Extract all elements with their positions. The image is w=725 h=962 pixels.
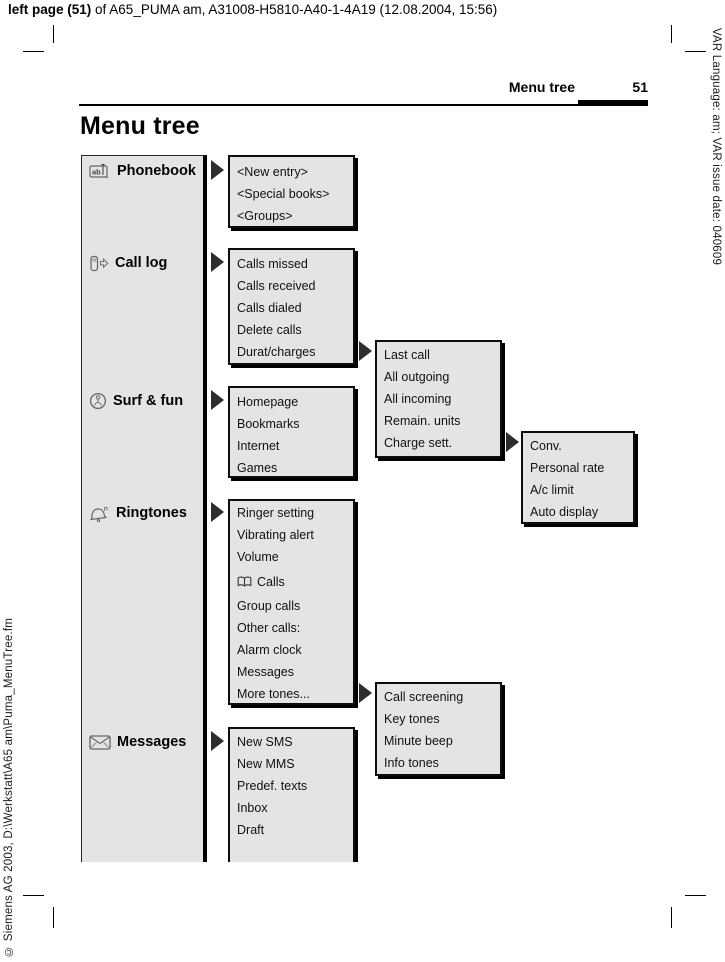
- phonebook-menu-box: <New entry> <Special books> <Groups>: [228, 155, 355, 228]
- arrow-icon: [211, 731, 224, 751]
- menu-item: <Special books>: [237, 187, 330, 201]
- charge-sett-menu-box: Conv. Personal rate A/c limit Auto displ…: [521, 431, 635, 524]
- crop-mark: [685, 51, 706, 52]
- category-surf-fun: Surf & fun: [89, 391, 183, 411]
- arrow-icon: [359, 683, 372, 703]
- category-label: Surf & fun: [113, 393, 184, 409]
- phonebook-icon: ab: [89, 163, 109, 178]
- menu-item: All incoming: [384, 392, 452, 406]
- menu-item: Remain. units: [384, 414, 461, 428]
- menu-item: Calls received: [237, 279, 316, 293]
- more-tones-menu-box: Call screening Key tones Minute beep Inf…: [375, 682, 502, 776]
- running-header-title: Menu tree: [508, 79, 575, 95]
- menu-item: Minute beep: [384, 734, 453, 748]
- envelope-icon: [89, 734, 111, 750]
- menu-tree-diagram: ab Phonebook Call log: [0, 155, 725, 862]
- menu-item: Group calls: [237, 599, 301, 613]
- category-messages: Messages: [89, 732, 186, 752]
- messages-menu-box: New SMS New MMS Predef. texts Inbox Draf…: [228, 727, 355, 862]
- arrow-icon: [506, 432, 519, 452]
- menu-item: A/c limit: [530, 483, 574, 497]
- menu-item: Key tones: [384, 712, 440, 726]
- crop-mark: [671, 907, 672, 928]
- bell-icon: [89, 506, 108, 522]
- call-log-menu-box: Calls missed Calls received Calls dialed…: [228, 248, 355, 365]
- category-phonebook: ab Phonebook: [89, 161, 196, 181]
- durat-charges-menu-box: Last call All outgoing All incoming Rema…: [375, 340, 502, 458]
- menu-item: Internet: [237, 439, 280, 453]
- menu-item: Vibrating alert: [237, 528, 314, 542]
- page-number: 51: [632, 79, 648, 95]
- menu-item-calls: Calls: [230, 571, 353, 593]
- menu-item: Predef. texts: [237, 779, 308, 793]
- crop-mark: [685, 895, 706, 896]
- category-ringtones: Ringtones: [89, 503, 187, 523]
- category-call-log: Call log: [89, 253, 167, 273]
- page-title: Menu tree: [80, 112, 200, 140]
- menu-item: Games: [237, 461, 278, 475]
- menu-item: Calls missed: [237, 257, 308, 271]
- arrow-icon: [211, 390, 224, 410]
- menu-item: Alarm clock: [237, 643, 302, 657]
- category-label: Messages: [117, 734, 187, 750]
- open-book-icon: [237, 576, 252, 587]
- crop-mark: [53, 25, 54, 43]
- doc-line-bold: left page (51): [8, 2, 92, 17]
- menu-item: Bookmarks: [237, 417, 300, 431]
- menu-item: Info tones: [384, 756, 439, 770]
- menu-item: Ringer setting: [237, 506, 315, 520]
- menu-item: <Groups>: [237, 209, 293, 223]
- svg-text:ab: ab: [92, 167, 101, 176]
- menu-item-label: Calls: [257, 575, 285, 589]
- menu-item: Calls dialed: [237, 301, 302, 315]
- arrow-icon: [211, 252, 224, 272]
- menu-item: Last call: [384, 348, 430, 362]
- category-label: Ringtones: [116, 505, 187, 521]
- arrow-icon: [211, 502, 224, 522]
- menu-item: Draft: [237, 823, 265, 837]
- running-header: Menu tree 51: [79, 79, 648, 95]
- crop-mark: [671, 25, 672, 43]
- menu-item: Volume: [237, 550, 279, 564]
- arrow-icon: [359, 341, 372, 361]
- menu-item: Inbox: [237, 801, 268, 815]
- menu-item: Durat/charges: [237, 345, 316, 359]
- doc-line-rest: of A65_PUMA am, A31008-H5810-A40-1-4A19 …: [91, 2, 498, 17]
- crop-mark: [23, 895, 44, 896]
- surf-fun-menu-box: Homepage Bookmarks Internet Games: [228, 386, 355, 478]
- menu-item: Personal rate: [530, 461, 605, 475]
- menu-item: <New entry>: [237, 165, 308, 179]
- document-info-line: left page (51) of A65_PUMA am, A31008-H5…: [8, 2, 497, 17]
- menu-item: Auto display: [530, 505, 599, 519]
- header-rule-thick: [578, 100, 648, 106]
- globe-icon: [89, 392, 107, 410]
- arrow-icon: [211, 160, 224, 180]
- category-label: Phonebook: [117, 163, 196, 179]
- category-label: Call log: [115, 255, 168, 271]
- ringtones-menu-box: Ringer setting Vibrating alert Volume Ca…: [228, 499, 355, 705]
- menu-item: More tones...: [237, 687, 310, 701]
- menu-item: Other calls:: [237, 621, 301, 635]
- category-column: ab Phonebook Call log: [81, 155, 207, 862]
- menu-item: Conv.: [530, 439, 562, 453]
- crop-mark: [53, 907, 54, 928]
- right-margin-text: VAR Language: am; VAR issue date: 040609: [710, 28, 722, 266]
- menu-item: Messages: [237, 665, 294, 679]
- menu-item: Delete calls: [237, 323, 302, 337]
- menu-item: New MMS: [237, 757, 295, 771]
- menu-item: Call screening: [384, 690, 464, 704]
- menu-item: Charge sett.: [384, 436, 453, 450]
- menu-item: All outgoing: [384, 370, 450, 384]
- menu-item: New SMS: [237, 735, 293, 749]
- menu-item: Homepage: [237, 395, 299, 409]
- crop-mark: [23, 51, 44, 52]
- call-log-icon: [90, 255, 109, 271]
- header-rule: [79, 104, 648, 106]
